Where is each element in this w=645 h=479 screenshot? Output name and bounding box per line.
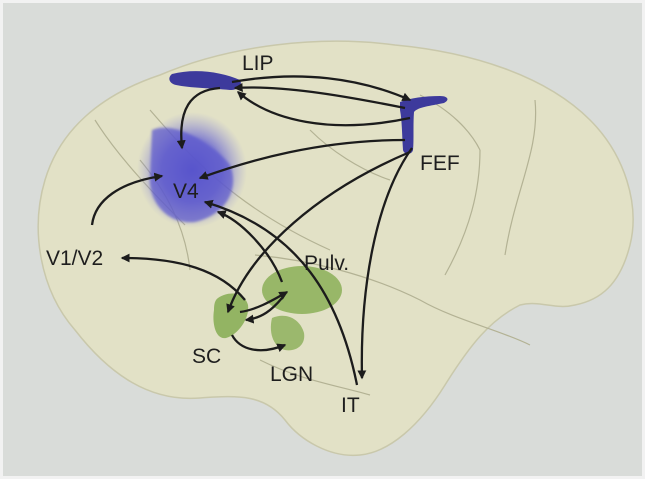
label-v1v2: V1/V2 [46, 247, 103, 270]
label-lgn: LGN [270, 363, 313, 386]
label-pulv: Pulv. [304, 252, 349, 275]
label-v4: V4 [173, 180, 199, 203]
label-sc: SC [192, 345, 221, 368]
label-fef: FEF [420, 152, 460, 175]
label-lip: LIP [242, 52, 274, 75]
label-it: IT [341, 394, 360, 417]
brain-outline [38, 41, 633, 455]
